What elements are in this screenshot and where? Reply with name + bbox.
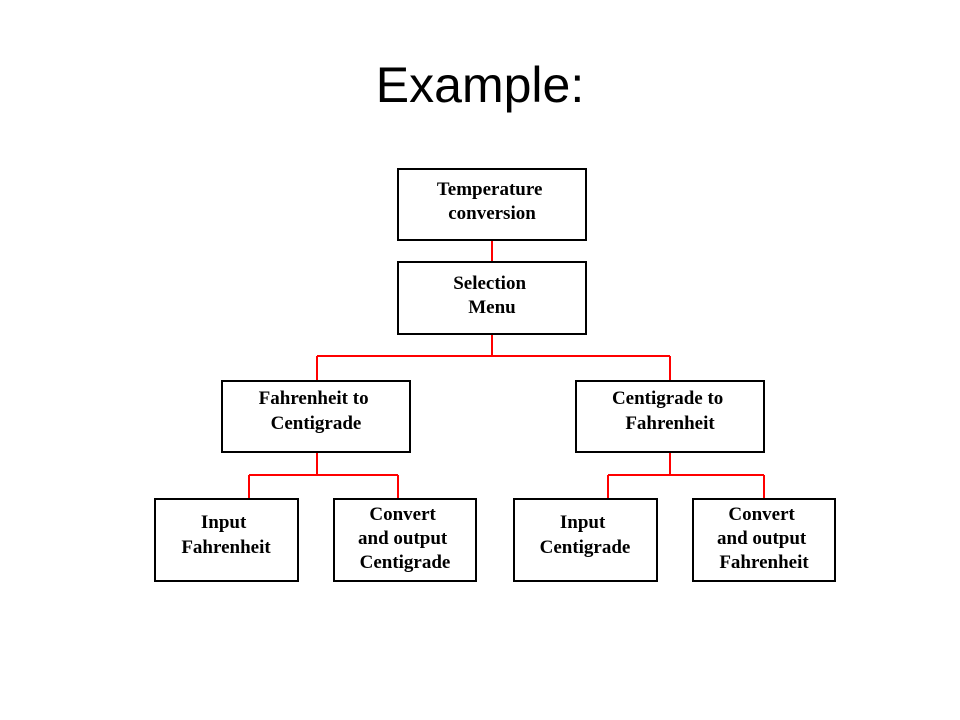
node-selection-menu: Selection Menu: [397, 261, 587, 335]
node-temperature-conversion: Temperature conversion: [397, 168, 587, 241]
node-text: Convert and output Fahrenheit: [717, 504, 811, 573]
node-centigrade-to-fahrenheit: Centigrade to Fahrenheit: [575, 380, 765, 453]
node-line: Convert: [369, 504, 436, 525]
node-input-fahrenheit: Input Fahrenheit: [154, 498, 299, 582]
slide-title: Example:: [375, 57, 585, 113]
node-line: Input: [560, 512, 606, 533]
node-convert-output-centigrade: Convert and output Centigrade: [333, 498, 477, 582]
node-line: Input: [201, 512, 247, 533]
node-line: and output: [358, 528, 448, 549]
node-text: Fahrenheit to Centigrade: [259, 388, 374, 434]
node-text: Input Fahrenheit: [181, 512, 271, 558]
node-line: Centigrade: [360, 552, 451, 573]
node-line: conversion: [448, 203, 536, 224]
node-line: Centigrade: [271, 413, 362, 434]
node-line: Convert: [728, 504, 795, 525]
node-text: Input Centigrade: [540, 512, 631, 558]
node-line: Centigrade: [540, 537, 631, 558]
node-convert-output-fahrenheit: Convert and output Fahrenheit: [692, 498, 836, 582]
node-line: Fahrenheit to: [259, 388, 369, 409]
node-text: Convert and output Centigrade: [358, 504, 452, 573]
node-line: Selection: [453, 273, 526, 294]
node-line: Fahrenheit: [719, 552, 809, 573]
node-line: Centigrade to: [612, 388, 723, 409]
node-fahrenheit-to-centigrade: Fahrenheit to Centigrade: [221, 380, 411, 453]
node-line: Fahrenheit: [181, 537, 271, 558]
node-text: Selection Menu: [453, 273, 531, 318]
node-line: Temperature: [437, 179, 543, 200]
node-line: Menu: [468, 297, 516, 318]
node-text: Temperature conversion: [437, 179, 547, 224]
node-text: Centigrade to Fahrenheit: [612, 388, 728, 434]
node-line: and output: [717, 528, 807, 549]
node-input-centigrade: Input Centigrade: [513, 498, 658, 582]
connectors: [248, 240, 765, 499]
node-line: Fahrenheit: [625, 413, 715, 434]
